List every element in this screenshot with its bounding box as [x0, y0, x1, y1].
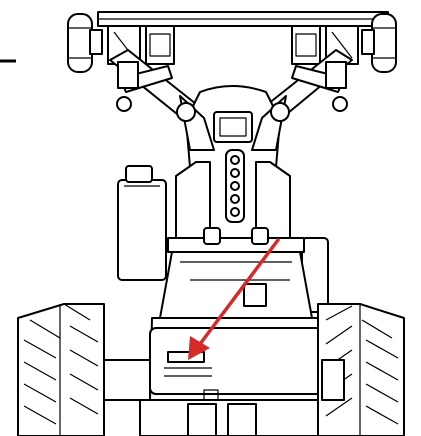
left-wheel: [17, 303, 151, 436]
right-roller: [361, 13, 397, 73]
lift-arms: [109, 49, 353, 119]
right-wheel: [317, 303, 405, 436]
left-roller: [67, 13, 103, 73]
hitch-frame: [97, 11, 389, 65]
arrow-head-icon: [188, 336, 210, 360]
front-box: [149, 317, 323, 401]
side-tanks: [117, 165, 329, 313]
callout-arrow: [188, 238, 280, 360]
front-axle: [139, 389, 331, 436]
